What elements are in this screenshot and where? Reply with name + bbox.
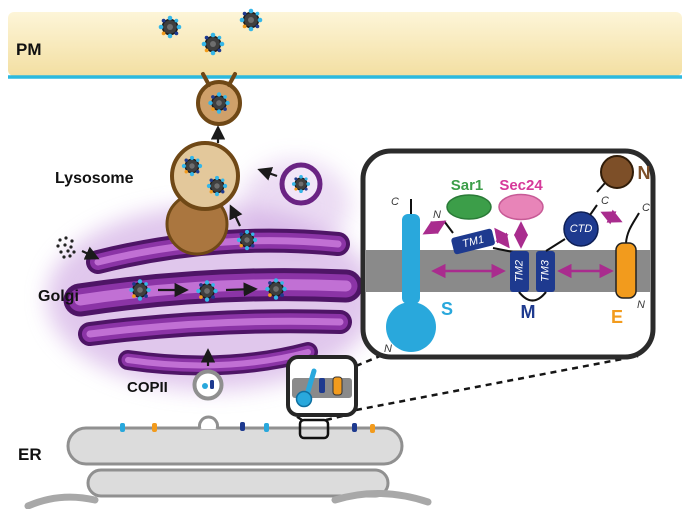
e-c-terminus: C bbox=[642, 202, 650, 214]
s-stalk bbox=[402, 214, 420, 304]
e-protein: C N E bbox=[611, 202, 650, 327]
m-tm1-box bbox=[451, 228, 495, 255]
m-protein: N TM1 TM2 TM3 CTD C M bbox=[433, 195, 609, 322]
sar1-label: Sar1 bbox=[451, 177, 484, 194]
interaction-arrow-s-m bbox=[422, 220, 447, 235]
m-ctd bbox=[563, 211, 599, 247]
inset-panel: C N S N TM1 TM2 TM3 CTD C M bbox=[360, 148, 656, 360]
m-ctd-label: CTD bbox=[570, 223, 593, 235]
arrow-cargo-to-golgi bbox=[81, 246, 100, 260]
m-ctd-linker bbox=[545, 238, 566, 252]
m-c-tail bbox=[589, 204, 598, 216]
lysosome-group bbox=[165, 141, 240, 256]
er-label: ER bbox=[18, 445, 42, 464]
m-c-terminus: C bbox=[601, 195, 609, 207]
e-n-terminus: N bbox=[637, 299, 645, 311]
arrow-golgi-to-lysosome bbox=[229, 204, 243, 227]
plasma-membrane bbox=[8, 12, 682, 79]
lysosome-vesicle bbox=[170, 141, 240, 211]
copii-vesicle-group bbox=[192, 369, 224, 401]
s-label: S bbox=[441, 299, 453, 319]
sar1-oval bbox=[446, 194, 492, 220]
mini-s-head bbox=[295, 390, 313, 408]
arrow-golgi-flow bbox=[225, 282, 258, 297]
er-protein-dot bbox=[120, 423, 125, 432]
n-label: N bbox=[638, 163, 651, 183]
zoom-source-box bbox=[298, 418, 330, 440]
golgi-label: Golgi bbox=[38, 288, 79, 305]
interaction-arrow-ctd-e bbox=[600, 209, 623, 225]
er-membranes bbox=[24, 415, 432, 509]
zoom-mini-box bbox=[286, 355, 358, 417]
zoom-dashed-line bbox=[292, 412, 303, 422]
m-loop bbox=[518, 291, 547, 302]
s-c-terminus: C bbox=[391, 196, 399, 208]
copii-cargo-dot bbox=[210, 380, 214, 389]
budding-neck bbox=[227, 72, 237, 87]
n-protein: N bbox=[596, 155, 651, 193]
er-protein-dot bbox=[152, 423, 157, 432]
er-cisterna-bottom bbox=[86, 468, 390, 498]
trafficking-arrows bbox=[81, 125, 278, 366]
golgi-glow bbox=[240, 160, 350, 250]
e-c-tail bbox=[625, 212, 640, 244]
lysosome-label: Lysosome bbox=[55, 170, 134, 187]
m-n-terminus: N bbox=[433, 209, 441, 221]
copii-label: COPII bbox=[127, 379, 168, 396]
copii-vesicle bbox=[192, 369, 224, 401]
m-tm2-box bbox=[510, 251, 529, 292]
er-tubule-left bbox=[24, 493, 99, 509]
s-head bbox=[386, 302, 436, 352]
m-tm1-label: TM1 bbox=[461, 233, 485, 250]
er-cisterna-top bbox=[66, 426, 404, 466]
m-label: M bbox=[521, 302, 536, 322]
copii-cargo-dot bbox=[202, 383, 208, 389]
transport-vesicle-group bbox=[279, 162, 323, 206]
pm-band bbox=[8, 12, 682, 76]
s-n-terminus: N bbox=[384, 343, 392, 355]
golgi-cisterna-3-core bbox=[86, 317, 344, 338]
er-protein-dot bbox=[352, 423, 357, 432]
pm-budding-vesicle bbox=[196, 72, 242, 126]
m-linker bbox=[492, 247, 514, 253]
er-protein-dot bbox=[240, 422, 245, 431]
n-tail bbox=[596, 182, 606, 193]
mini-m-protein bbox=[319, 378, 325, 393]
cargo-particle bbox=[56, 236, 76, 259]
e-label: E bbox=[611, 307, 623, 327]
interaction-arrow-tm1-tm2 bbox=[494, 227, 510, 249]
n-body bbox=[600, 155, 634, 189]
golgi-cisterna-4-core bbox=[125, 349, 311, 369]
m-tm1: TM1 bbox=[451, 228, 495, 255]
mini-e-protein bbox=[332, 376, 343, 396]
er-budding-omega bbox=[198, 415, 219, 430]
budding-neck bbox=[201, 72, 211, 87]
sec24-oval bbox=[498, 193, 544, 221]
sec24-label: Sec24 bbox=[499, 177, 543, 194]
e-body bbox=[615, 242, 637, 299]
m-tm2-label: TM2 bbox=[514, 260, 526, 282]
s-protein: C N S bbox=[384, 196, 453, 355]
zoom-dashed-line bbox=[355, 354, 639, 412]
er-protein-dot bbox=[370, 424, 375, 433]
m-tm3-label: TM3 bbox=[540, 259, 552, 282]
er-protein-dot bbox=[264, 423, 269, 432]
copii-coat-factors: Sar1 Sec24 bbox=[446, 177, 544, 221]
er-tubule-right bbox=[331, 490, 432, 506]
interaction-arrows bbox=[422, 209, 623, 279]
m-tm3-box bbox=[536, 251, 555, 292]
pm-label: PM bbox=[16, 40, 42, 59]
arrow-vesicle-to-lysosome bbox=[257, 167, 278, 181]
